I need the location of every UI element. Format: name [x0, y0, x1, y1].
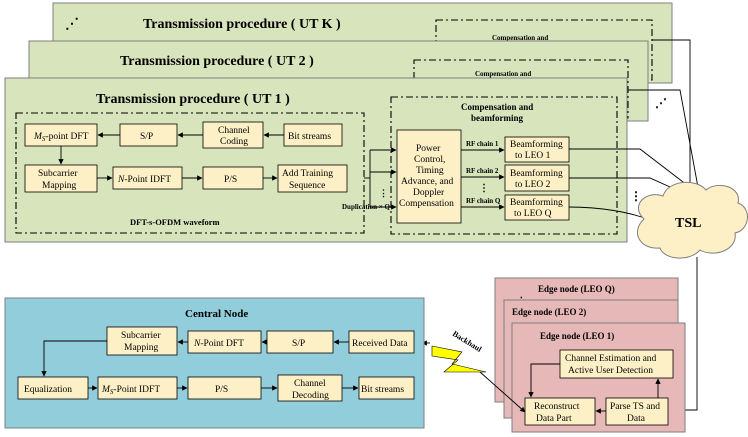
tx-sp-label: S/P	[140, 132, 153, 142]
dup-dots-icon: ⋮	[379, 188, 388, 198]
bf2-line2: to LEO 2	[515, 180, 551, 190]
tx-bit-streams-label: Bit streams	[288, 132, 331, 142]
bf2-line1: Beamforming	[510, 168, 563, 179]
ut-2-title: Transmission procedure ( UT 2 )	[120, 54, 314, 69]
central-n-dft-label: N-Point DFT	[193, 339, 244, 349]
power-line3: Timing	[416, 166, 444, 176]
bf1-line2: to LEO 1	[515, 151, 551, 161]
beamforming-leo1-block	[504, 136, 570, 163]
backhaul-lightning-icon	[431, 345, 487, 373]
dft-s-ofdm-region	[15, 112, 365, 234]
tsl-cloud: TSL	[637, 181, 748, 259]
waveform-label: DFT-s-OFDM waveform	[130, 217, 220, 227]
add-training-line1: Add Training	[282, 169, 333, 179]
channel-coding-line2: Coding	[220, 137, 248, 147]
parse-line2: Data	[627, 414, 646, 424]
channel-coding-block	[202, 121, 264, 149]
ut-k-comp-title: Compensation and	[492, 34, 548, 42]
parse-line1: Parse TS and	[610, 402, 660, 412]
central-subcarrier-line2: Mapping	[124, 343, 159, 353]
power-line2: Control,	[414, 155, 445, 165]
central-ps-label: P/S	[215, 385, 228, 395]
edge-q-title: Edge node (LEO Q)	[538, 284, 615, 294]
rf-dots-icon: ⋮	[479, 183, 489, 194]
edge-1-title: Edge node (LEO 1)	[540, 331, 614, 341]
tx-ps-label: P/S	[224, 175, 237, 185]
beamforming-leoq-block	[504, 194, 570, 221]
ut-1-panel: Transmission procedure ( UT 1 ) DFT-s-OF…	[4, 77, 628, 243]
ut-2-comp-title: Compensation and	[475, 70, 531, 78]
channel-decoding-block	[277, 374, 343, 402]
ut-panels-dots-icon: ⋰	[655, 96, 667, 110]
add-training-block	[277, 164, 348, 193]
channel-estimation-block	[559, 349, 674, 379]
beamforming-leo2-block	[504, 164, 570, 192]
equalization-label: Equalization	[24, 385, 72, 395]
rf-chain-2-label: RF chain 2	[466, 167, 499, 175]
tx-subcarrier-line1: Subcarrier	[38, 169, 78, 179]
central-subcarrier-block	[106, 326, 178, 356]
central-node: Central Node Subcarrier Mapping N-Point …	[4, 297, 425, 429]
ms-point-idft-label: MS-Point IDFT	[101, 385, 160, 396]
received-data-label: Received Data	[352, 339, 408, 349]
add-training-line2: Sequence	[289, 181, 325, 191]
rec-line2: Data Part	[536, 414, 572, 424]
central-title: Central Node	[185, 308, 248, 320]
central-bit-streams-label: Bit streams	[361, 385, 404, 395]
power-line4: Advance, and	[401, 177, 453, 187]
central-subcarrier-line1: Subcarrier	[121, 331, 161, 341]
compensation-region	[390, 96, 618, 235]
n-point-idft-label: N-Point IDFT	[117, 175, 171, 185]
edge-2-title: Edge node (LEO 2)	[512, 307, 586, 317]
tx-subcarrier-mapping-block	[24, 164, 98, 193]
rf-chain-q-label: RF chain Q	[466, 197, 501, 205]
ce-line2: Active User Detection	[568, 366, 653, 376]
comp-title-line2: beamforming	[471, 113, 523, 123]
rf-chain-1-label: RF chain 1	[466, 140, 499, 148]
power-line5: Doppler	[413, 188, 445, 198]
edge-node-1: Edge node (LEO 1) Channel Estimation and…	[511, 322, 686, 433]
ms-point-dft-label: MS-point DFT	[33, 132, 89, 143]
duplication-label: Duplication × Q	[342, 203, 390, 211]
ut-k-ellipsis: ⋰	[65, 17, 79, 32]
channel-coding-line1: Channel	[218, 126, 250, 136]
comp-title-line1: Compensation and	[461, 102, 533, 112]
rec-line1: Reconstruct	[534, 402, 580, 412]
bfq-line2: to LEO Q	[514, 209, 552, 219]
decoding-line2: Decoding	[292, 391, 329, 401]
parse-ts-block	[605, 397, 669, 426]
power-line1: Power	[416, 144, 441, 154]
beam-dots-icon: ⋮	[630, 189, 642, 203]
tsl-label: TSL	[675, 216, 701, 231]
ut-1-title: Transmission procedure ( UT 1 )	[96, 92, 290, 107]
bfq-line1: Beamforming	[510, 197, 563, 208]
ce-line1: Channel Estimation and	[565, 354, 657, 364]
power-line6: Compensation	[399, 199, 454, 209]
central-sp-label: S/P	[292, 339, 305, 349]
tx-subcarrier-line2: Mapping	[42, 181, 77, 191]
ut-k-title: Transmission procedure ( UT K )	[143, 17, 341, 32]
central-bit-streams-block	[358, 376, 415, 400]
decoding-line1: Channel	[294, 379, 326, 389]
bf1-line1: Beamforming	[510, 139, 563, 150]
power-control-block	[396, 129, 462, 224]
